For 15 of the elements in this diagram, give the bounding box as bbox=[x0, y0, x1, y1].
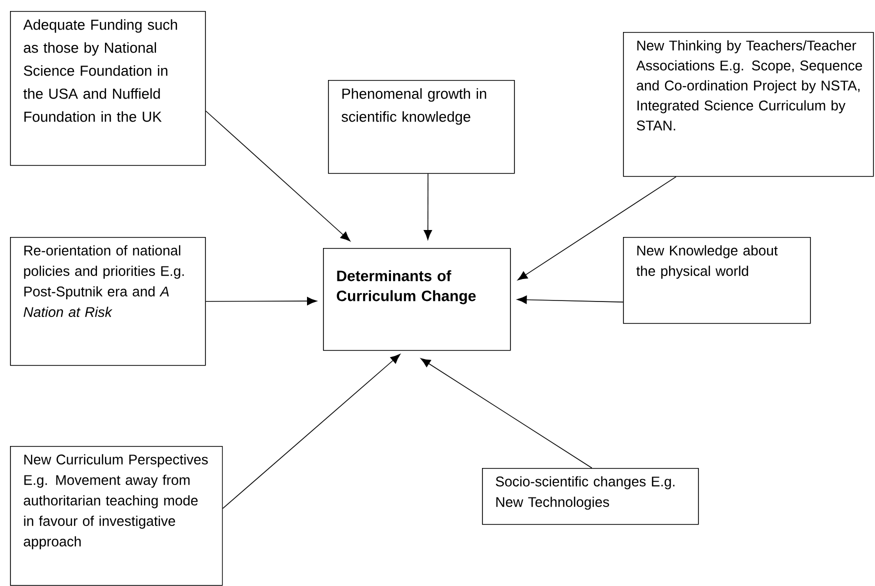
text-box: Determinants of Curriculum Change bbox=[323, 248, 511, 351]
arrow bbox=[424, 173, 432, 240]
text-box: Socio-scientific changes E.g. New Technologies bbox=[482, 468, 699, 525]
arrow bbox=[516, 296, 624, 304]
text-box: Re-orientation of national policies and priorities E.g. Post-Sputnik era and A Nation at Risk bbox=[10, 237, 206, 366]
text-box: Adequate Funding such as those by National Science Foundation in the USA and Nuffield Foundation in the UK bbox=[10, 11, 206, 166]
text-box: Phenomenal growth in scientific knowledge bbox=[328, 80, 515, 174]
arrow bbox=[420, 358, 592, 468]
arrow bbox=[205, 110, 350, 242]
text-box: New Thinking by Teachers/Teacher Associations E.g. Scope, Sequence and Co-ordination Project by NSTA, Integrated Science Curriculum by STAN. bbox=[623, 32, 874, 177]
arrow bbox=[518, 176, 676, 280]
text-box: New Knowledge about the physical world bbox=[623, 237, 811, 324]
arrow bbox=[205, 296, 317, 306]
arrow bbox=[222, 354, 400, 509]
text-box: New Curriculum Perspectives E.g. Movement away from authoritarian teaching mode in favour of investigative approach bbox=[10, 446, 223, 586]
